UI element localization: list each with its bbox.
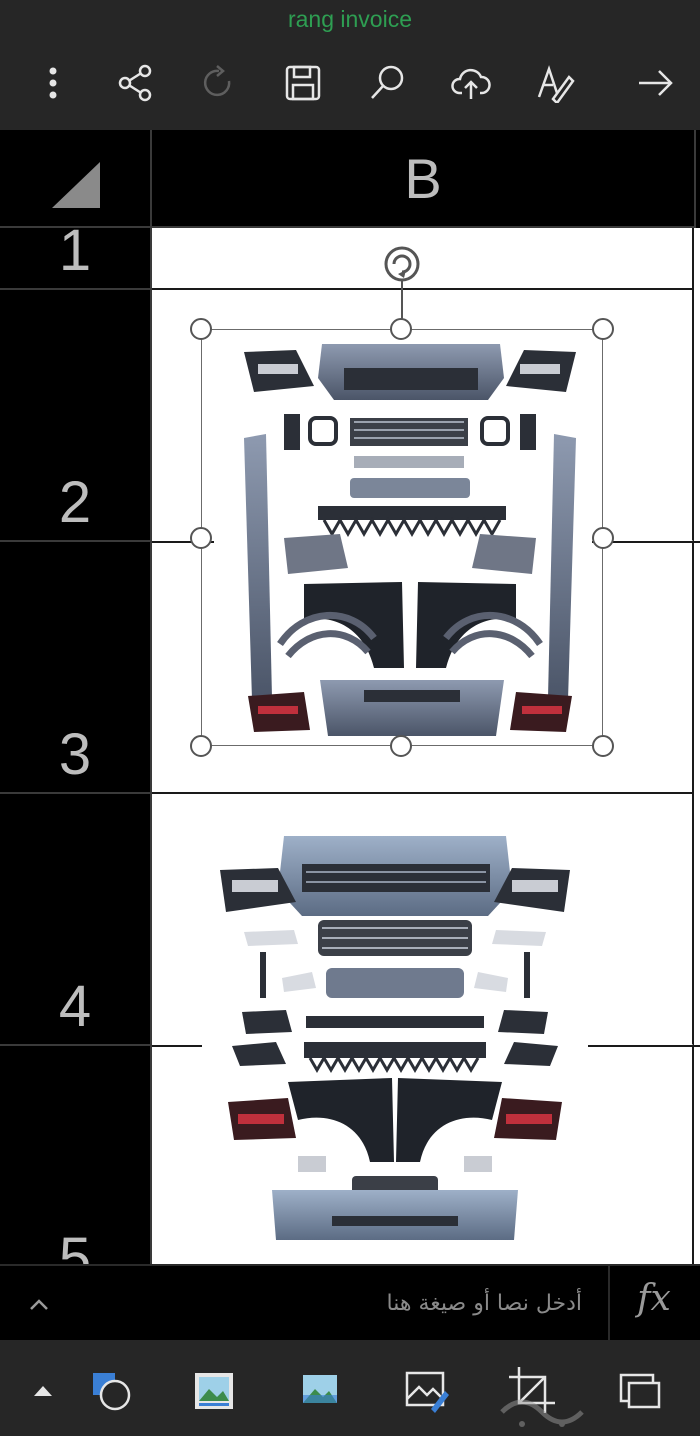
car-parts-picture-1[interactable] — [214, 338, 592, 738]
picture-icon — [303, 1375, 337, 1403]
resize-handle-right[interactable] — [592, 527, 614, 549]
save-button[interactable] — [278, 58, 328, 108]
insert-function-button[interactable]: fx — [637, 1278, 671, 1319]
upload-button[interactable] — [446, 58, 496, 108]
select-all-icon — [52, 162, 100, 208]
share-button[interactable] — [110, 58, 160, 108]
rotate-handle-icon[interactable] — [382, 244, 422, 284]
picture-button[interactable] — [290, 1362, 350, 1418]
rotate-connector — [401, 278, 403, 330]
picture-toolbar — [0, 1340, 700, 1436]
resize-handle-bottom[interactable] — [390, 735, 412, 757]
resize-handle-bottom-right[interactable] — [592, 735, 614, 757]
picture-style-icon — [195, 1373, 233, 1409]
column-header-c[interactable] — [694, 130, 700, 228]
forward-arrow-icon — [639, 70, 673, 96]
redo-button[interactable] — [194, 58, 244, 108]
row-header-1[interactable]: 1 — [0, 218, 152, 290]
column-header-b[interactable]: B — [152, 130, 694, 228]
alt-text-icon — [619, 1373, 661, 1409]
more-icon — [49, 67, 57, 99]
row-header-5[interactable]: 5 — [0, 1046, 152, 1264]
formula-divider — [608, 1266, 610, 1342]
save-icon — [285, 65, 321, 101]
body-kit-image-2 — [220, 836, 570, 1240]
resize-handle-top[interactable] — [390, 318, 412, 340]
cell-b1[interactable] — [152, 228, 694, 290]
row-header-2[interactable]: 2 — [0, 290, 152, 542]
resize-handle-top-right[interactable] — [592, 318, 614, 340]
formula-bar: أدخل نصا أو صيغة هنا fx — [0, 1264, 700, 1342]
search-icon — [371, 65, 404, 99]
alt-text-button[interactable] — [610, 1362, 670, 1418]
watermark-logo — [500, 1399, 584, 1427]
spreadsheet-grid[interactable]: B 1 2 3 4 5 — [0, 130, 700, 1264]
search-button[interactable] — [362, 58, 412, 108]
edit-picture-icon — [405, 1371, 449, 1413]
selection-frame — [201, 329, 603, 746]
share-icon — [118, 64, 152, 102]
column-c-cells[interactable] — [694, 228, 700, 1264]
forward-button[interactable] — [630, 58, 680, 108]
resize-handle-top-left[interactable] — [190, 318, 212, 340]
upload-cloud-icon — [451, 68, 491, 99]
car-parts-picture-2[interactable] — [202, 820, 588, 1240]
redo-icon — [203, 65, 231, 97]
edit-picture-button[interactable] — [396, 1362, 456, 1418]
draw-icon — [537, 65, 575, 103]
shapes-icon — [93, 1373, 131, 1411]
picture-styles-button[interactable] — [184, 1362, 244, 1418]
shapes-button[interactable] — [80, 1362, 140, 1418]
row-header-3[interactable]: 3 — [0, 542, 152, 794]
formula-input[interactable]: أدخل نصا أو صيغة هنا — [386, 1291, 582, 1316]
expand-ribbon-icon[interactable] — [28, 1376, 58, 1406]
select-all-corner[interactable] — [0, 130, 152, 228]
chevron-up-icon[interactable] — [22, 1288, 56, 1322]
resize-handle-left[interactable] — [190, 527, 212, 549]
more-options-button[interactable] — [28, 58, 78, 108]
top-toolbar: rang invoice — [0, 0, 700, 130]
document-title[interactable]: rang invoice — [287, 6, 413, 32]
row-header-4[interactable]: 4 — [0, 794, 152, 1046]
body-kit-image-1 — [244, 344, 576, 736]
resize-handle-bottom-left[interactable] — [190, 735, 212, 757]
draw-button[interactable] — [530, 58, 580, 108]
